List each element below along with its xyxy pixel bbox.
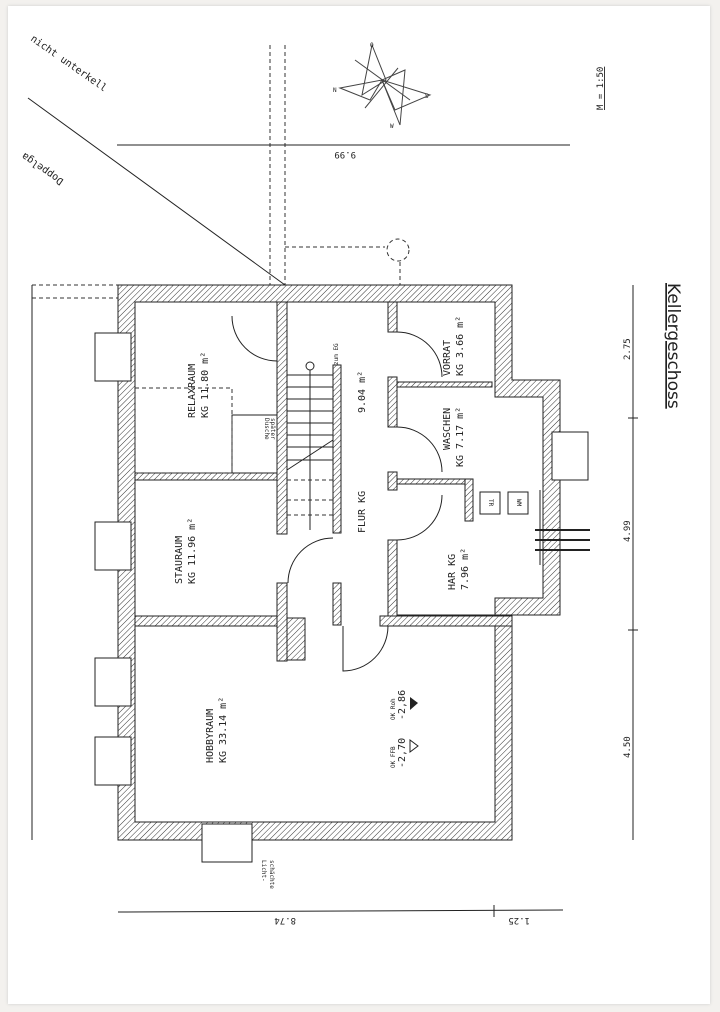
pipes — [535, 490, 590, 565]
doors — [231, 315, 443, 672]
site-lines — [27, 45, 410, 840]
page-title: Kellergeschoss — [663, 283, 683, 409]
washing-machine — [507, 491, 529, 515]
dim-bottom-ext: 1.25 — [508, 915, 530, 925]
compass-o: O — [370, 42, 374, 49]
dryer-label: TR — [487, 499, 494, 507]
room-name: WASCHEN — [442, 408, 453, 450]
compass-s: S — [425, 93, 429, 100]
washing-machine-label: WM — [515, 499, 522, 507]
room-relaxraum: RELAXRAUM KG 11.80 m² — [187, 352, 211, 418]
level-rough-value: -2,86 — [397, 690, 408, 720]
compass-n: N — [333, 87, 337, 94]
shower-area — [231, 414, 278, 474]
room-vorrat: VORRAT KG 3.66 m² — [442, 316, 466, 376]
light-wells-label: Licht- — [260, 860, 267, 882]
dim-right-2: 4.99 — [623, 520, 633, 542]
level-rough-label: OK Roh — [390, 698, 397, 720]
room-area: KG 11.80 m² — [200, 352, 211, 418]
level-marker-icon — [410, 697, 418, 710]
room-name: FLUR KG — [357, 491, 368, 533]
compass-rose-icon — [338, 43, 432, 126]
level-floor-label: OK FFB — [390, 746, 397, 768]
shower-label: Dusche — [263, 418, 270, 440]
dim-top: 9.99 — [334, 149, 356, 159]
room-har: HAR KG 7.96 m² — [447, 548, 471, 590]
room-name: HOBBYRAUM — [205, 709, 216, 763]
compass-w: W — [390, 123, 394, 130]
windows — [94, 332, 589, 863]
scale-label: M = 1:50 — [596, 67, 606, 110]
dim-right-3: 4.50 — [623, 736, 633, 758]
room-area: KG 11.96 m² — [187, 518, 198, 584]
room-area: KG 3.66 m² — [455, 316, 466, 376]
room-area: 9.04 m² — [357, 371, 368, 413]
room-name: HAR KG — [447, 554, 458, 590]
room-name: VORRAT — [442, 340, 453, 376]
room-area: KG 33.14 m² — [218, 697, 229, 763]
shower-outline — [134, 387, 233, 474]
room-waschen: WASCHEN KG 7.17 m² — [442, 407, 466, 467]
room-name: RELAXRAUM — [187, 364, 198, 418]
to-eg-label: zum EG — [333, 343, 340, 365]
room-flur: FLUR KG 9.04 m² — [357, 371, 368, 533]
garage-label: Doppelga — [20, 150, 66, 187]
not-basement-label: nicht unterkell — [28, 33, 108, 94]
room-stauraum: STAURAUM KG 11.96 m² — [174, 518, 198, 584]
dryer — [479, 491, 501, 515]
shower-label-2: später — [269, 418, 276, 440]
staircase — [286, 361, 334, 530]
light-wells-label-2: schächte — [268, 860, 275, 889]
room-name: STAURAUM — [174, 536, 185, 584]
room-hobbyraum: HOBBYRAUM KG 33.14 m² — [205, 697, 229, 763]
dim-right-1: 2.75 — [623, 338, 633, 360]
room-area: 7.96 m² — [460, 548, 471, 590]
level-floor-value: -2,70 — [397, 738, 408, 768]
dimension-lines — [117, 144, 638, 917]
level-marker-icon — [409, 739, 419, 753]
dim-bottom-main: 8.74 — [274, 915, 296, 925]
room-area: KG 7.17 m² — [455, 407, 466, 467]
